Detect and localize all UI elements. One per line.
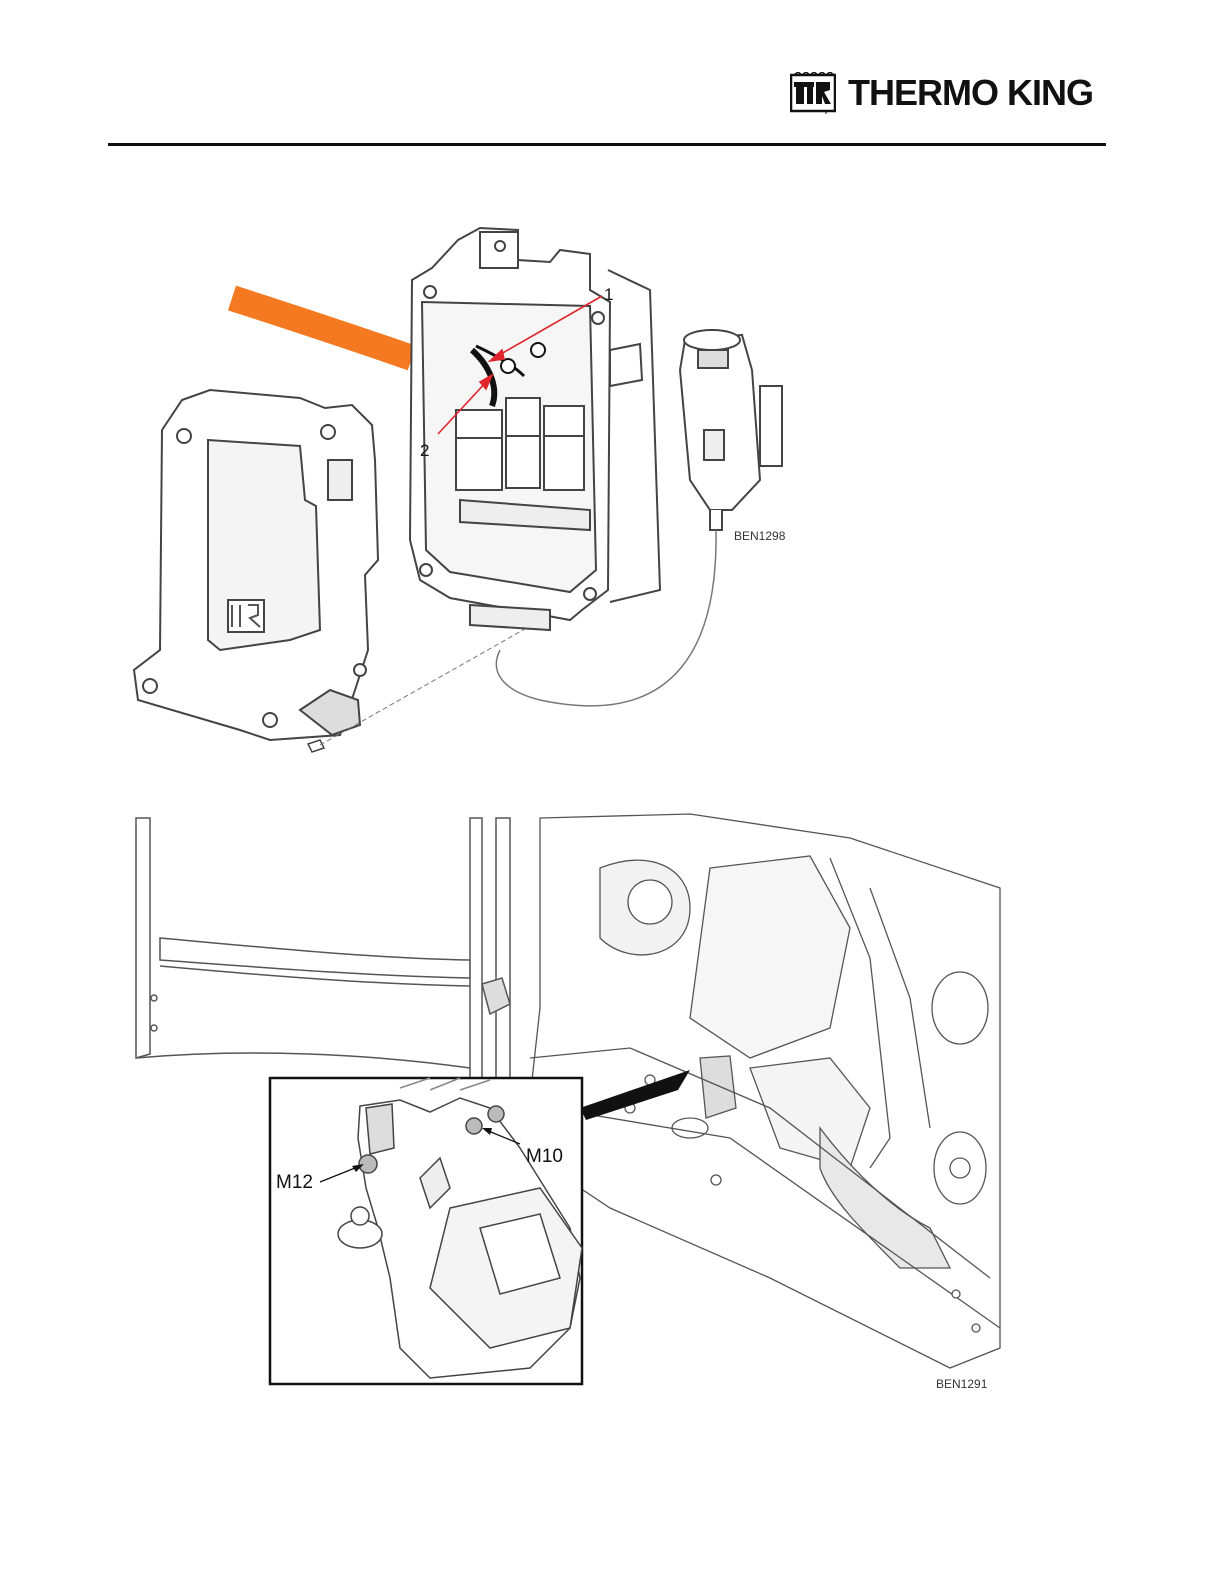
figure-code: BEN1291 — [936, 1377, 988, 1391]
unit-frame-illustration: M12 M10 BEN1291 — [130, 808, 1010, 1398]
control-box-open — [410, 228, 660, 630]
brand-name: THERMO KING — [848, 72, 1093, 114]
figure-code: BEN1298 — [734, 529, 786, 543]
engine-assembly — [530, 814, 1000, 1368]
side-door-panel — [136, 818, 510, 1080]
header-divider — [108, 143, 1106, 146]
mounting-screw — [308, 740, 324, 752]
callout-2: 2 — [420, 441, 429, 460]
control-box-exploded-figure: 1 2 BEN1298 — [120, 210, 820, 770]
callout-1: 1 — [604, 285, 613, 304]
label-m12: M12 — [276, 1172, 313, 1193]
label-m10: M10 — [526, 1146, 563, 1167]
mounting-location-figure: M12 M10 BEN1291 — [130, 808, 1010, 1398]
control-box-cover — [134, 390, 378, 740]
thermo-king-logo: THERMO KING — [790, 70, 1106, 116]
control-box-illustration: 1 2 BEN1298 — [120, 210, 820, 770]
thermo-king-emblem-icon — [790, 72, 836, 114]
detail-inset: M12 M10 — [270, 1078, 582, 1384]
highlighted-cable — [232, 298, 412, 358]
